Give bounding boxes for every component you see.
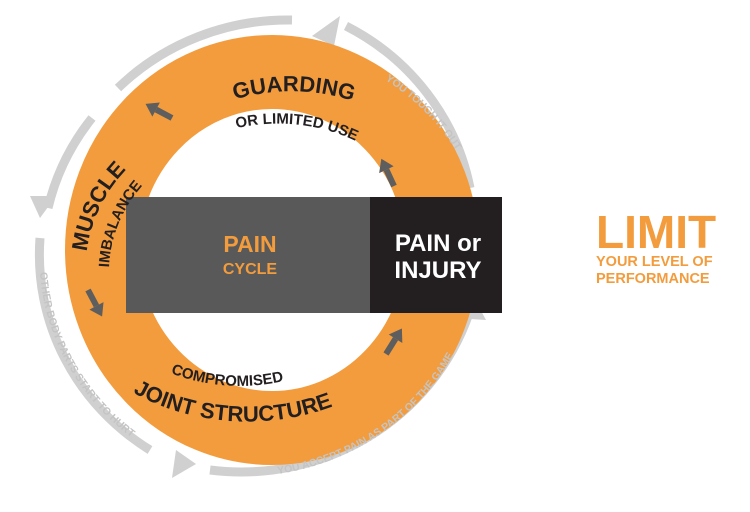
limit-block: LIMIT YOUR LEVEL OF PERFORMANCE bbox=[596, 206, 717, 288]
pain-injury-box bbox=[370, 197, 502, 313]
inner-arrows bbox=[85, 102, 403, 356]
arrow-icon bbox=[383, 328, 403, 356]
limit-line1: YOUR LEVEL OF bbox=[596, 254, 713, 270]
outer-arc-left-lower bbox=[34, 237, 153, 454]
arrow-icon bbox=[85, 288, 104, 317]
pain-cycle-box bbox=[126, 197, 376, 313]
outer-arc-top bbox=[114, 15, 293, 92]
box-line1: PAIN or bbox=[395, 230, 481, 257]
outer-arc-right bbox=[343, 21, 475, 189]
arrow-icon bbox=[379, 158, 397, 188]
center-line1: PAIN bbox=[223, 231, 276, 257]
arrow-icon bbox=[172, 450, 196, 478]
center-line2: CYCLE bbox=[223, 261, 278, 278]
limit-title: LIMIT bbox=[596, 206, 717, 258]
box-line2: INJURY bbox=[394, 257, 481, 284]
arrow-icon bbox=[312, 16, 340, 46]
limit-line2: PERFORMANCE bbox=[596, 271, 710, 287]
arrow-icon bbox=[30, 196, 56, 218]
arrow-icon bbox=[145, 102, 174, 121]
